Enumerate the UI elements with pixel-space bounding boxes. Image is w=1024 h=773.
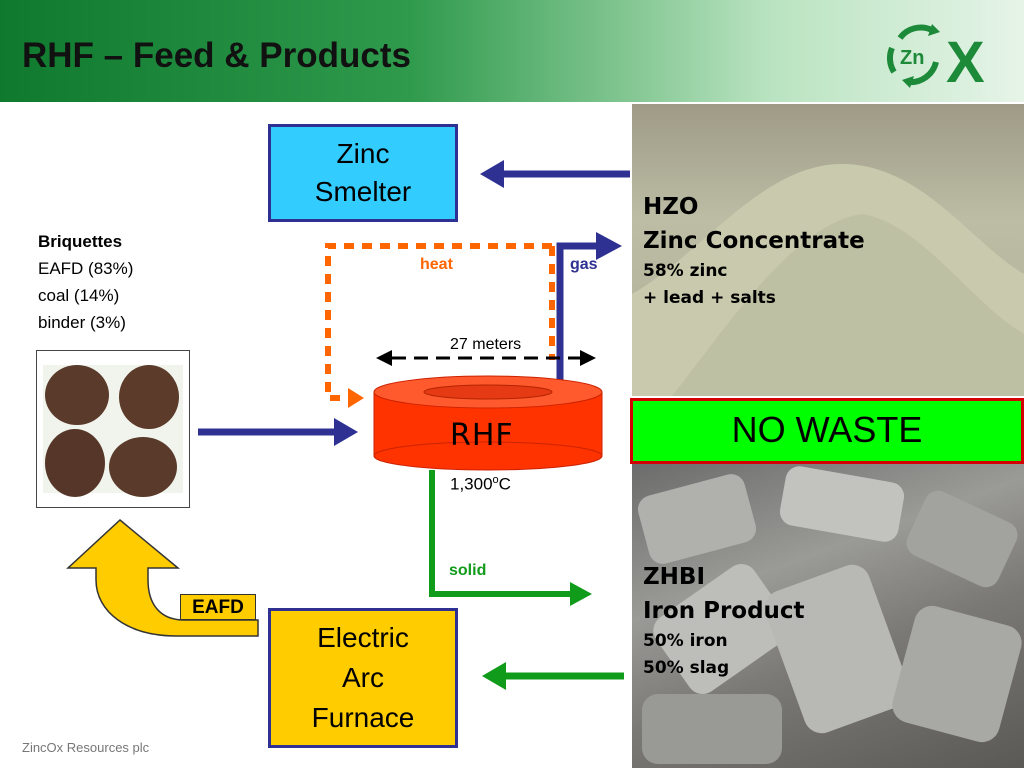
- gas-arrowhead: [596, 232, 622, 260]
- briquettes-heading: Briquettes: [38, 232, 123, 251]
- rhf-temp-value: 1,300: [450, 474, 493, 494]
- briquette-pellets-image: [43, 365, 183, 497]
- hzo-to-smelter-arrowhead: [480, 160, 504, 188]
- zhbi-line1: 50% iron: [643, 631, 728, 651]
- zinc-smelter-line2: Smelter: [314, 176, 412, 207]
- eafd-return-arrow: [66, 519, 259, 637]
- powder-pile-image: [632, 164, 1024, 396]
- heat-flow-line: [325, 243, 552, 401]
- solid-arrowhead: [570, 582, 592, 606]
- briquettes-to-rhf-arrowhead: [334, 418, 358, 446]
- eaf-line3: Furnace: [311, 702, 415, 733]
- heat-label: heat: [420, 256, 453, 273]
- briquettes-photo: [36, 350, 190, 508]
- solid-flow-line: [429, 470, 572, 597]
- zincox-logo: Zn X: [887, 24, 985, 95]
- distance-label: 27 meters: [450, 336, 522, 353]
- rhf-label: RHF: [450, 418, 514, 453]
- header-bar: [0, 0, 1024, 102]
- logo-zn-text: Zn: [900, 47, 924, 69]
- footer-company: ZincOx Resources plc: [22, 740, 150, 755]
- zhbi-title: ZHBI: [643, 564, 706, 590]
- distance-left-arrowhead: [376, 350, 392, 366]
- briquettes-line-eafd: EAFD (83%): [38, 259, 134, 278]
- briquettes-line-coal: coal (14%): [38, 286, 120, 305]
- hzo-label-block: HZO Zinc Concentrate 58% zinc + lead + s…: [643, 190, 865, 312]
- hzo-line1: 58% zinc: [643, 261, 728, 281]
- electric-arc-furnace-box: Electric Arc Furnace: [268, 608, 458, 748]
- zhbi-name: Iron Product: [643, 598, 805, 624]
- gas-flow-line: [556, 242, 600, 384]
- no-waste-banner: NO WASTE: [630, 398, 1024, 464]
- page-title: RHF – Feed & Products: [22, 36, 411, 75]
- gas-label: gas: [570, 256, 598, 273]
- hzo-name: Zinc Concentrate: [643, 228, 865, 254]
- zhbi-to-eaf-arrowhead: [482, 662, 506, 690]
- zhbi-line2: 50% slag: [643, 658, 730, 678]
- zhbi-label-block: ZHBI Iron Product 50% iron 50% slag: [643, 560, 805, 682]
- iron-briquettes-image: [637, 466, 1022, 764]
- zhbi-briquettes-photo: [632, 464, 1024, 768]
- logo-x-text: X: [946, 30, 985, 95]
- briquettes-label-block: Briquettes EAFD (83%) coal (14%) binder …: [38, 228, 133, 336]
- distance-right-arrowhead: [580, 350, 596, 366]
- eaf-line2: Arc: [342, 662, 384, 693]
- briquettes-line-binder: binder (3%): [38, 313, 126, 332]
- rhf-furnace: [373, 375, 603, 471]
- solid-label: solid: [449, 562, 487, 579]
- eafd-label: EAFD: [180, 594, 256, 620]
- zinc-smelter-box: Zinc Smelter: [268, 124, 458, 222]
- rhf-temp-degree: o: [492, 474, 499, 486]
- eaf-line1: Electric: [317, 622, 409, 653]
- hzo-line2: + lead + salts: [643, 288, 776, 308]
- hzo-title: HZO: [643, 194, 699, 220]
- rhf-temperature: 1,300oC: [450, 474, 511, 495]
- rhf-temp-unit: C: [498, 474, 511, 494]
- zinc-smelter-line1: Zinc: [336, 138, 390, 169]
- heat-arrowhead: [348, 388, 364, 408]
- hzo-powder-photo: [632, 104, 1024, 396]
